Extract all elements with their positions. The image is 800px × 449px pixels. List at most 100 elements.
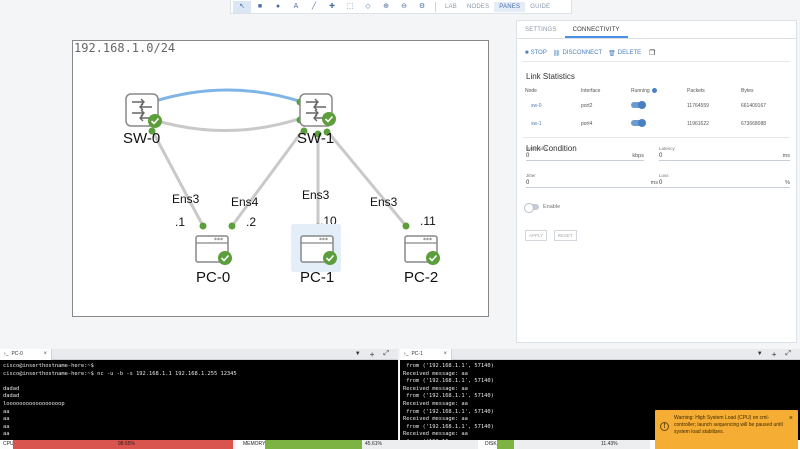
line-tool[interactable]: ╱ [311, 3, 317, 10]
running-toggle[interactable] [631, 101, 646, 109]
zoom-out-tool[interactable]: ⊖ [401, 3, 407, 10]
table-row: sw-1 port4 11961622 673668088 [525, 115, 787, 133]
close-icon[interactable]: × [43, 351, 47, 357]
tab-connectivity[interactable]: CONNECTIVITY [564, 21, 628, 38]
pc-node-pc2[interactable]: *** PC-2 [404, 235, 440, 286]
link-sw1-pc2[interactable] [326, 131, 408, 227]
switch-sw0[interactable]: SW-0 [123, 93, 162, 147]
system-status-bar: CPU 98.65% MEMORY 45.61% DISK 11.43% [0, 440, 800, 449]
add-icon[interactable]: + [771, 349, 777, 359]
terminal-tab-pc0[interactable]: ›_ PC-0 × [0, 348, 52, 360]
row-interface: port4 [581, 121, 593, 127]
terminal-line: from ('192.168.1.1', 57140) [403, 423, 494, 430]
panel-tabs: SETTINGS CONNECTIVITY [517, 21, 796, 39]
row-interface: port2 [581, 103, 593, 109]
topology-canvas[interactable] [72, 40, 489, 317]
menu-nodes[interactable]: NODES [466, 3, 490, 10]
disk-value: 11.43% [601, 441, 618, 447]
enable-toggle[interactable] [524, 203, 539, 213]
zoom-in-tool[interactable]: ⊕ [383, 3, 389, 10]
bandwidth-label: Bandwidth [526, 146, 548, 151]
add-icon[interactable]: + [369, 349, 375, 359]
terminal-line: Received message: aa [403, 400, 468, 407]
link-sw0-sw1-bottom[interactable] [153, 116, 303, 133]
row-node[interactable]: sw-0 [531, 103, 542, 109]
close-icon[interactable]: × [788, 415, 793, 422]
maximize-icon[interactable]: ⤢ [785, 350, 791, 357]
reset-button[interactable]: RESET [553, 230, 577, 241]
terminal-prompt-icon: ›_ [404, 351, 409, 357]
rectangle-tool[interactable]: ■ [257, 3, 263, 10]
iface-label-pc0: Ens3 [172, 192, 200, 206]
running-toggle[interactable] [631, 119, 646, 127]
chevron-down-icon[interactable]: ▼ [756, 351, 763, 357]
cpu-value: 98.65% [118, 441, 135, 447]
ellipse-tool[interactable]: ● [275, 3, 281, 10]
enable-row: Enable [524, 203, 560, 213]
switch-sw1[interactable]: SW-1 [297, 93, 336, 147]
memory-value: 45.61% [365, 441, 382, 447]
terminal-line: Received message: aa [403, 431, 468, 438]
stop-button[interactable]: ■STOP [525, 50, 547, 56]
terminal-line: Received message: aa [403, 416, 468, 423]
menu-lab[interactable]: LAB [445, 3, 457, 10]
maximize-icon[interactable]: ⤢ [383, 350, 389, 357]
pc-node-pc1[interactable]: *** PC-1 [291, 224, 341, 286]
text-tool[interactable]: A [293, 3, 299, 10]
col-packets: Packets [687, 88, 705, 94]
chevron-down-icon[interactable]: ▼ [354, 351, 361, 357]
terminal-icon: *** [319, 237, 328, 244]
disconnect-button[interactable]: ⛓DISCONNECT [552, 50, 603, 57]
terminal-line: from ('192.168.1.1', 57140) [403, 408, 494, 415]
copy-icon[interactable]: ❐ [649, 50, 656, 57]
terminal-tab-pc1[interactable]: ›_ PC-1 × [400, 348, 452, 360]
cpu-meter: 98.65% [13, 440, 236, 449]
host-id-pc2: .11 [420, 214, 436, 228]
toolbar-divider [435, 1, 436, 12]
close-icon[interactable]: × [443, 351, 447, 357]
topology-diagram: SW-0 SW-1 Ens3 .1 Ens4 .2 Ens3 .10 Ens3 … [123, 88, 440, 286]
select-tool[interactable]: ⬚ [346, 3, 354, 10]
tab-settings[interactable]: SETTINGS [525, 27, 557, 33]
link-statistics-table: Node Interface Running Packets Bytes sw-… [525, 85, 787, 133]
pointer-tool[interactable]: ↖ [233, 0, 251, 13]
disk-label: DISK [485, 441, 497, 447]
pc-node-pc0[interactable]: *** PC-0 [195, 235, 232, 286]
terminal-output-pc0[interactable]: cisco@inserthostname-here:~$cisco@insert… [0, 360, 398, 440]
terminal-prompt-icon: ›_ [4, 351, 9, 357]
fit-tool[interactable]: ◇ [365, 3, 371, 10]
link-sw0-sw1-top[interactable] [151, 88, 303, 104]
link-sw1-pc0[interactable] [230, 129, 305, 227]
row-packets: 11961622 [687, 121, 709, 127]
iface-label-pc1: Ens3 [302, 188, 330, 202]
apply-button[interactable]: APPLY [525, 230, 548, 241]
disk-meter-fill [497, 440, 515, 449]
settings-tool[interactable]: ⚙ [418, 3, 426, 10]
terminal-line: aa [3, 431, 10, 438]
terminal-line: aa [3, 416, 10, 423]
terminal-line: Received message: aa [403, 370, 468, 377]
top-toolbar: ↖ ■ ● A ╱ ✚ ⬚ ◇ ⊕ ⊖ ⚙ LAB NODES PANES GUIDE [230, 0, 572, 14]
cpu-meter-fill [13, 440, 233, 449]
menu-guide[interactable]: GUIDE [530, 3, 551, 10]
terminal-line: aa [3, 423, 10, 430]
col-bytes: Bytes [741, 88, 754, 94]
link-sw0-pc0[interactable] [150, 129, 205, 227]
loss-group: Loss 0% [659, 173, 790, 188]
table-row: sw-0 port2 11764559 661409167 [525, 97, 787, 115]
link-actions: ■STOP ⛓DISCONNECT 🗑DELETE ❐ [517, 39, 796, 61]
add-node-tool[interactable]: ✚ [329, 3, 335, 10]
row-packets: 11764559 [687, 103, 709, 109]
jitter-label: Jitter [526, 173, 536, 178]
menu-panes[interactable]: PANES [494, 1, 526, 12]
terminal-line: dadad [3, 385, 20, 392]
terminal-controls: ▼ + ⤢ [355, 350, 398, 359]
delete-button[interactable]: 🗑DELETE [608, 50, 642, 57]
loss-input[interactable]: 0% [659, 180, 790, 188]
row-node[interactable]: sw-1 [531, 121, 542, 127]
memory-meter-fill [265, 440, 363, 449]
